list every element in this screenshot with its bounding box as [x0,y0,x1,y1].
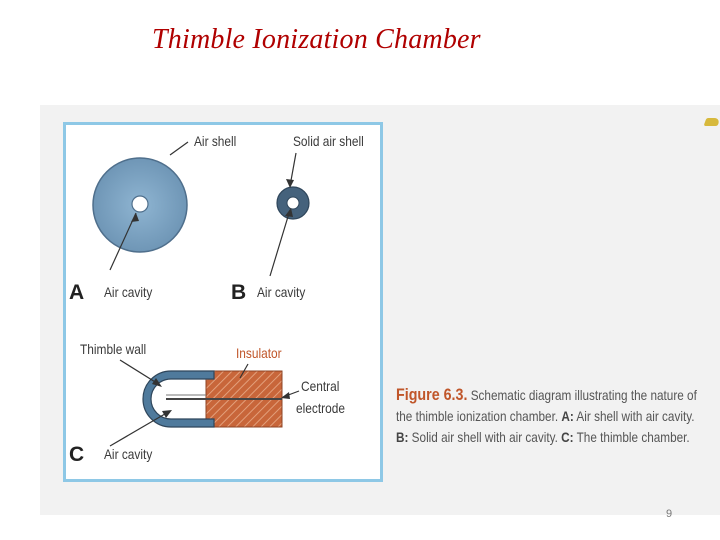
caption-text: Schematic diagram illustrating the natur… [396,387,697,424]
air-cavity-b [286,196,300,210]
caption-key-b: B: [396,429,409,445]
air-cavity-b-label: Air cavity [257,284,306,300]
air-cavity-c-pointer [109,410,171,447]
insulator-pointer [239,363,249,379]
thimble-wall-pointer [119,359,161,386]
insulator-label: Insulator [236,345,282,361]
electrode-label: electrode [296,400,345,416]
air-cavity-b-pointer [269,209,291,277]
caption-key-a: A: [561,408,574,424]
caption-text-a: Air shell with air cavity. [573,408,695,424]
caption-text-c: The thimble chamber. [573,429,690,445]
air-shell-pointer [169,141,189,156]
thimble-wall [142,370,215,428]
page-number: 9 [666,508,673,520]
caption-key-c: C: [561,429,574,445]
air-cavity-a [131,195,149,213]
slide-title: Thimble Ionization Chamber [152,24,481,55]
figure-caption: Figure 6.3. Schematic diagram illustrati… [396,384,698,448]
air-cavity-c-label: Air cavity [104,446,153,462]
air-cavity-a-pointer [109,212,137,271]
solid-air-shell-label: Solid air shell [293,133,364,149]
figure-number: Figure 6.3. [396,385,468,404]
air-cavity-a-label: Air cavity [104,284,153,300]
panel-letter-c: C [69,443,85,466]
air-shell-label: Air shell [194,133,237,149]
thimble-wall-label: Thimble wall [80,341,147,357]
caption-text-b: Solid air shell with air cavity. [408,429,562,445]
panel-letter-b: B [231,281,247,304]
panel-letter-a: A [69,281,85,304]
central-label: Central [301,378,340,394]
